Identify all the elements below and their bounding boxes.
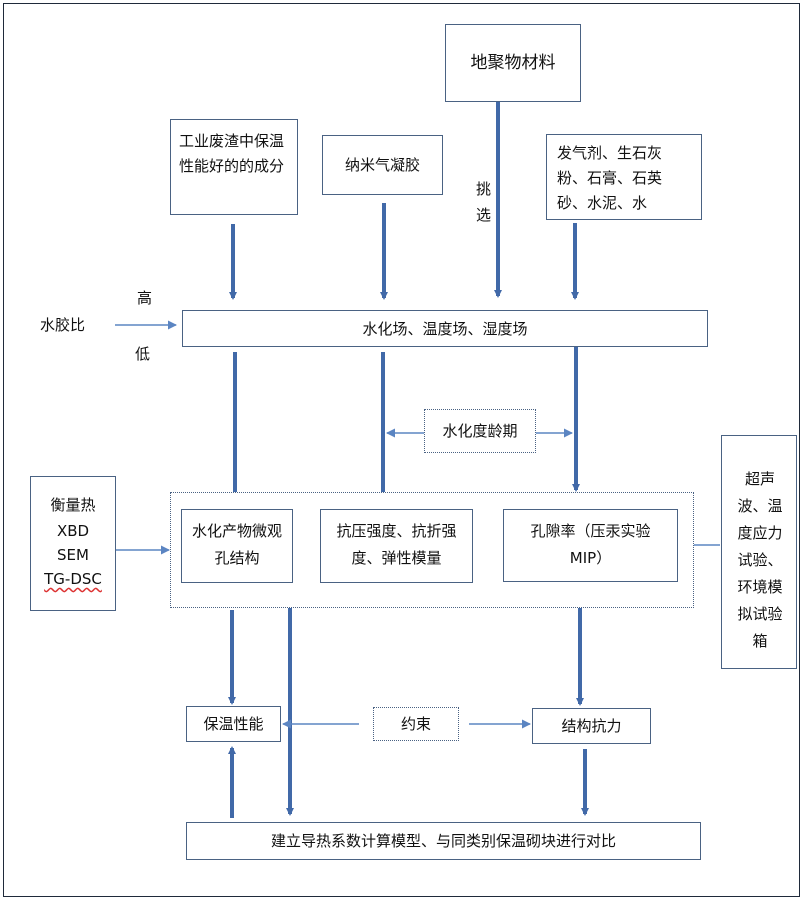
node-fields-text: 水化场、温度场、湿度场 bbox=[362, 319, 528, 338]
node-strength-text: 抗压强度、抗折强度、弹性模量 bbox=[336, 522, 457, 567]
node-industrial-waste: 工业废渣中保温性能好的的成分 bbox=[170, 119, 298, 215]
node-nano-aerogel-text: 纳米气凝胶 bbox=[344, 156, 420, 174]
node-hydration-age: 水化度龄期 bbox=[424, 409, 536, 453]
node-geopolymer: 地聚物材料 bbox=[445, 24, 581, 102]
label-high: 高 bbox=[137, 289, 153, 307]
node-constraint-text: 约束 bbox=[400, 715, 431, 733]
method-sem: SEM bbox=[57, 546, 89, 564]
diagram-frame bbox=[3, 3, 800, 897]
node-constraint: 约束 bbox=[373, 707, 459, 741]
node-strength: 抗压强度、抗折强度、弹性模量 bbox=[320, 509, 473, 583]
node-methods: 衡量热 XBD SEM TG-DSC bbox=[30, 476, 116, 611]
node-hydration-age-text: 水化度龄期 bbox=[442, 422, 518, 440]
node-geopolymer-text: 地聚物材料 bbox=[470, 53, 556, 73]
method-tg-dsc: TG-DSC bbox=[44, 570, 102, 588]
node-additives-text: 发气剂、生石灰粉、石膏、石英砂、水泥、水 bbox=[557, 144, 663, 212]
node-micro-pore: 水化产物微观孔结构 bbox=[181, 509, 293, 583]
node-porosity-text: 孔隙率（压汞实验MIP） bbox=[530, 522, 651, 567]
node-structural-text: 结构抗力 bbox=[561, 717, 622, 735]
node-final-text: 建立导热系数计算模型、与同类别保温砌块进行对比 bbox=[270, 832, 616, 850]
label-water-binder: 水胶比 bbox=[40, 316, 86, 334]
node-porosity: 孔隙率（压汞实验MIP） bbox=[503, 509, 678, 582]
node-fields: 水化场、温度场、湿度场 bbox=[182, 310, 708, 347]
node-micro-pore-text: 水化产物微观孔结构 bbox=[192, 522, 283, 567]
label-low: 低 bbox=[135, 345, 151, 363]
node-final: 建立导热系数计算模型、与同类别保温砌块进行对比 bbox=[186, 822, 701, 860]
node-ultrasonic: 超声波、温度应力试验、环境模拟试验箱 bbox=[721, 435, 797, 669]
node-ultrasonic-text: 超声波、温度应力试验、环境模拟试验箱 bbox=[737, 470, 783, 650]
node-industrial-waste-text: 工业废渣中保温性能好的的成分 bbox=[179, 132, 285, 175]
method-heat: 衡量热 bbox=[50, 496, 96, 514]
node-structural: 结构抗力 bbox=[532, 708, 651, 744]
node-insulation-text: 保温性能 bbox=[203, 715, 264, 733]
node-additives: 发气剂、生石灰粉、石膏、石英砂、水泥、水 bbox=[546, 134, 702, 220]
node-nano-aerogel: 纳米气凝胶 bbox=[322, 135, 443, 195]
method-xbd: XBD bbox=[56, 522, 90, 540]
label-select: 挑选 bbox=[476, 180, 492, 224]
node-insulation: 保温性能 bbox=[186, 706, 281, 742]
